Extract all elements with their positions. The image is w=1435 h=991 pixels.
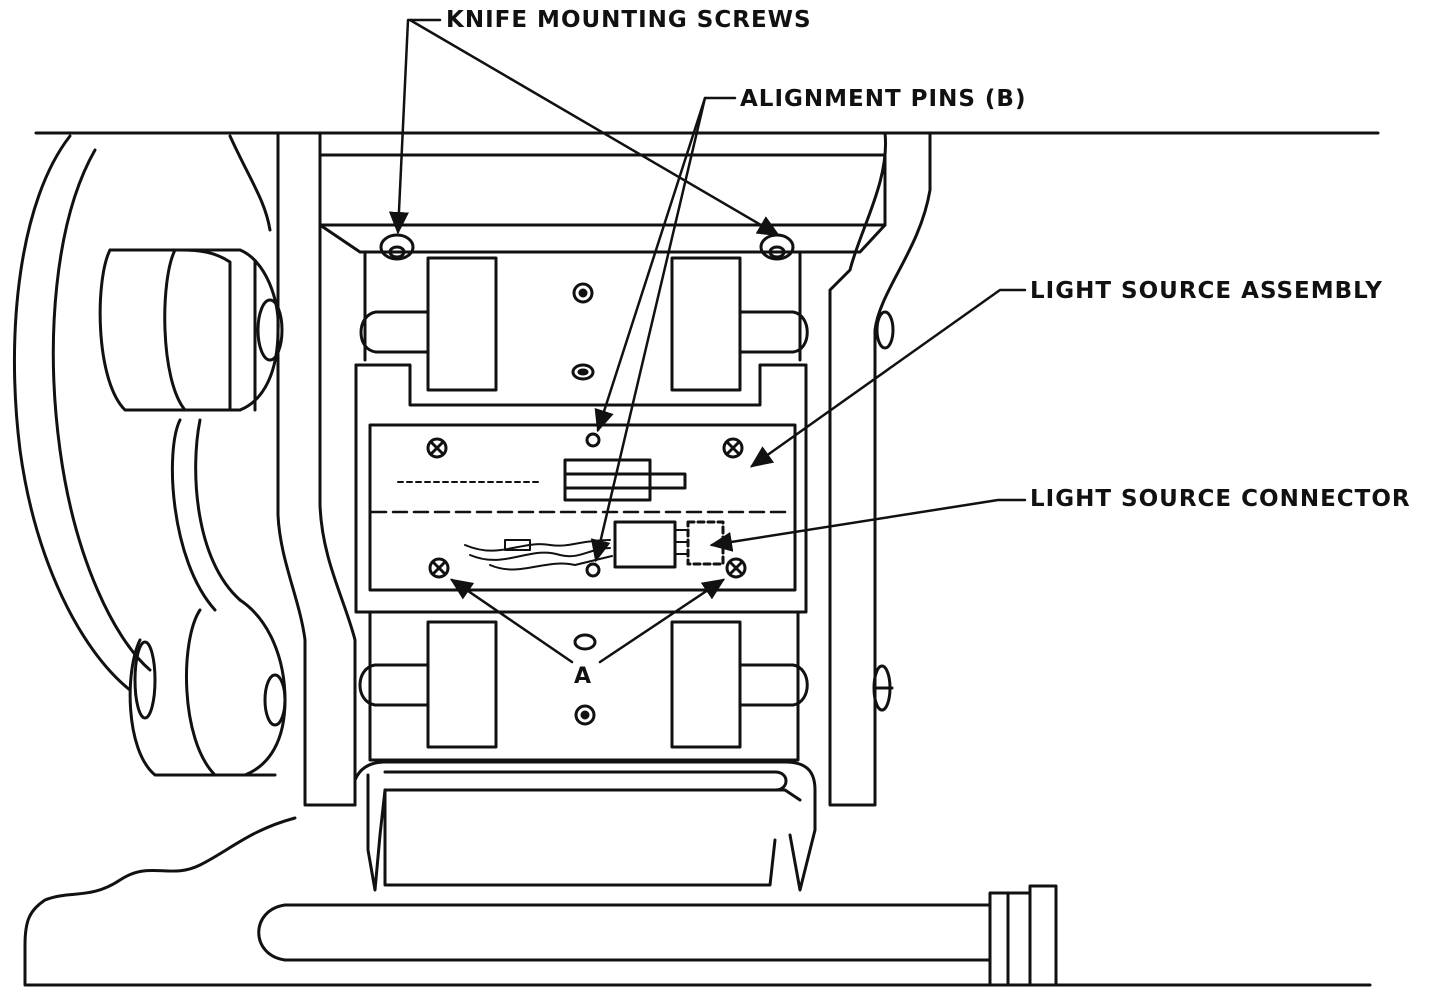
light-source-board xyxy=(354,363,808,614)
callout-leaders xyxy=(388,18,1027,664)
upper-pulley xyxy=(98,248,284,412)
label-light-source-connector: LIGHT SOURCE CONNECTOR xyxy=(1030,486,1411,512)
drive-belt xyxy=(170,248,257,612)
right-frame-plate xyxy=(828,131,932,807)
a-leader-left xyxy=(449,578,574,664)
pins-leader-2 xyxy=(590,96,707,563)
left-drive-wheel xyxy=(12,134,272,692)
board-screw-upper-right xyxy=(722,437,744,459)
connector-leader xyxy=(709,498,1027,552)
paper-chute xyxy=(353,760,817,892)
knife-screw-right xyxy=(759,233,795,261)
board-screw-upper-left xyxy=(426,437,448,459)
lower-pulley xyxy=(128,598,287,777)
knife-leader-right xyxy=(408,18,781,237)
label-knife-mounting-screws: KNIFE MOUNTING SCREWS xyxy=(446,7,812,33)
assembly-leader xyxy=(749,288,1027,468)
label-alignment-pins: ALIGNMENT PINS (B) xyxy=(740,86,1027,112)
label-screws-a: A xyxy=(574,664,593,689)
lower-roller-assembly xyxy=(358,610,894,762)
a-leader-right xyxy=(598,578,726,664)
knife-leader-left xyxy=(388,18,442,235)
label-light-source-assembly: LIGHT SOURCE ASSEMBLY xyxy=(1030,278,1383,304)
cutter-housing xyxy=(318,153,887,362)
left-frame-plate xyxy=(276,131,357,807)
upper-roller-assembly xyxy=(354,256,895,407)
bottom-rail xyxy=(257,884,1058,987)
board-screw-lower-left xyxy=(428,557,450,579)
board-screw-lower-right xyxy=(725,557,747,579)
broken-base-edge xyxy=(23,816,1372,987)
knife-screw-left xyxy=(379,233,415,261)
